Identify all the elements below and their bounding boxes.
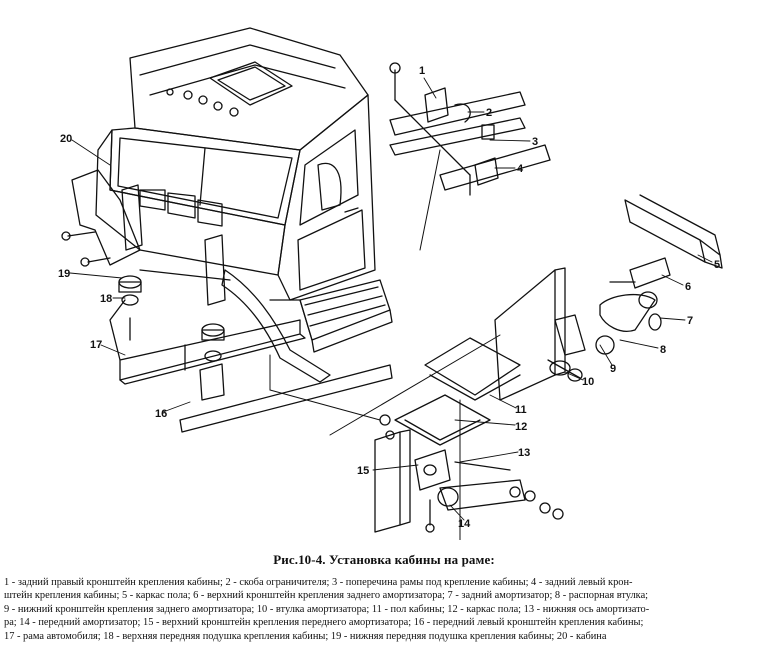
legend-line: 1 - задний правый кронштейн крепления ка… — [4, 577, 633, 588]
leader-lines — [69, 77, 713, 521]
callout-7: 7 — [687, 315, 693, 327]
callout-5: 5 — [714, 259, 720, 271]
cab-floor — [394, 267, 566, 446]
callout-4: 4 — [517, 163, 524, 175]
callout-17: 17 — [90, 339, 102, 351]
rear-mounts — [389, 62, 551, 196]
figure-legend: 1 - задний правый кронштейн крепления ка… — [4, 576, 764, 643]
legend-line: 9 - нижний кронштейн крепления заднего а… — [4, 603, 650, 615]
rear-shock-assembly — [547, 257, 671, 382]
legend-line: 17 - рама автомобиля; 18 - верхняя перед… — [4, 630, 607, 642]
callout-13: 13 — [518, 447, 530, 459]
callout-14: 14 — [458, 518, 471, 530]
cab-mounting-illustration: 1 2 3 4 5 6 7 8 9 10 11 12 13 14 15 16 1… — [58, 27, 723, 540]
legend-line: штейн крепления кабины; 5 - каркас пола;… — [4, 590, 649, 602]
cab-drawing — [71, 27, 393, 383]
figure-caption: Рис.10-4. Установка кабины на раме: — [273, 552, 495, 567]
callout-19: 19 — [58, 268, 70, 280]
assembly-drawing: 1 2 3 4 5 6 7 8 9 10 11 12 13 14 15 16 1… — [58, 27, 723, 540]
callout-3: 3 — [532, 136, 538, 148]
callout-9: 9 — [610, 363, 616, 375]
callout-6: 6 — [685, 281, 691, 293]
callout-labels: 1 2 3 4 5 6 7 8 9 10 11 12 13 14 15 16 1… — [58, 65, 720, 530]
assembly-lines — [269, 149, 501, 540]
callout-10: 10 — [582, 376, 594, 388]
callout-11: 11 — [515, 404, 527, 416]
callout-16: 16 — [155, 408, 167, 420]
front-shock-assembly — [374, 414, 564, 533]
callout-12: 12 — [515, 421, 527, 433]
frame-rails — [109, 269, 393, 433]
callout-18: 18 — [100, 293, 112, 305]
callout-8: 8 — [660, 344, 666, 356]
callout-15: 15 — [357, 465, 369, 477]
front-mounts — [61, 184, 226, 401]
floor-frame — [624, 194, 723, 269]
callout-2: 2 — [486, 107, 492, 119]
legend-line: ра; 14 - передний амортизатор; 15 - верх… — [4, 617, 644, 629]
callout-1: 1 — [419, 65, 425, 77]
callout-20: 20 — [60, 133, 72, 145]
